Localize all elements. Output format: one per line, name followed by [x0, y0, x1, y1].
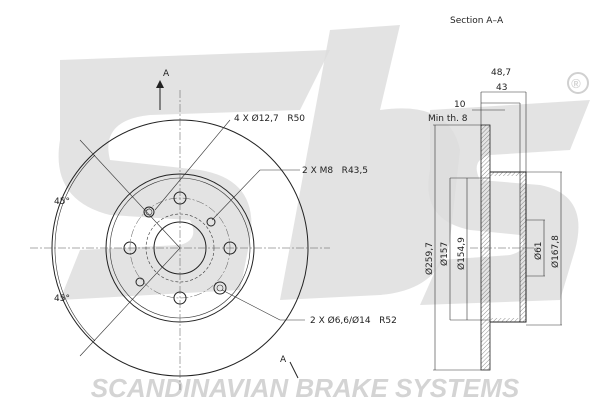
dim-min-thickness: Min th. 8: [428, 114, 468, 124]
callout-bolt-holes: 4 X Ø12,7 R50: [234, 113, 305, 124]
dim-outer-diameter: Ø259,7: [424, 242, 435, 275]
disc-front-view: [30, 80, 330, 390]
section-title: Section A–A: [450, 16, 504, 26]
dim-diameter-154-9: Ø154,9: [456, 237, 467, 270]
dim-thickness: 10: [454, 100, 466, 110]
section-marker-top: A: [163, 69, 170, 79]
callout-threads: 2 X M8 R43,5: [302, 166, 368, 176]
dim-hat-diameter: Ø167,8: [550, 235, 561, 268]
angle-label-bottom: 45°: [54, 294, 70, 304]
callout-holes: 2 X Ø6,6/Ø14 R52: [310, 315, 397, 326]
watermark-tagline: SCANDINAVIAN BRAKE SYSTEMS: [91, 373, 520, 400]
dim-center-bore: Ø61: [533, 241, 544, 260]
disc-section-view: [433, 91, 562, 371]
registered-mark-icon: [567, 72, 589, 94]
angle-label-top: 45°: [54, 197, 70, 207]
dim-width-hat: 43: [496, 83, 507, 93]
sbs-watermark-logo: [58, 25, 590, 305]
dim-diameter-157: Ø157: [439, 242, 450, 266]
section-marker-bottom: A: [280, 355, 287, 365]
registered-mark: ®: [571, 76, 581, 91]
dim-width-total: 48,7: [491, 68, 511, 78]
